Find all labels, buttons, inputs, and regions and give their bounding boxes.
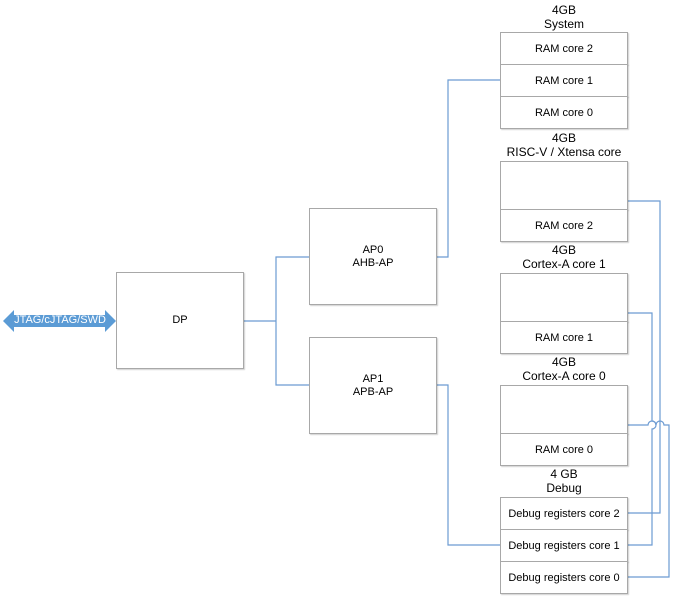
system-ram-core-2-label: RAM core 2 [534, 42, 594, 55]
debug-size: 4 GB [550, 467, 578, 481]
cortex0-title: 4GB Cortex-A core 0 [522, 355, 605, 383]
cortex0-ram-core-0: RAM core 0 [500, 433, 628, 466]
ap1-type: APB-AP [352, 385, 394, 398]
ap1-box: AP1 APB-AP [309, 337, 437, 434]
debug-registers-core-0: Debug registers core 0 [500, 561, 628, 594]
riscv-upper-block [500, 161, 628, 210]
cortex1-size: 4GB [551, 243, 576, 257]
ap0-type: AHB-AP [352, 256, 394, 269]
ap0-box: AP0 AHB-AP [309, 208, 437, 305]
cortex0-upper-block [500, 385, 628, 434]
debug-title: 4 GB Debug [546, 467, 581, 495]
ap1-label: AP1 [362, 372, 384, 385]
ap0-to-system-connector [436, 79, 501, 258]
debug-registers-core-1-label: Debug registers core 1 [508, 539, 620, 552]
system-ram-core-2: RAM core 2 [500, 32, 628, 65]
cortex1-title: 4GB Cortex-A core 1 [522, 243, 605, 271]
dp-box: DP [116, 272, 244, 369]
system-title: 4GB System [544, 3, 584, 31]
ap0-label: AP0 [362, 243, 384, 256]
cortex0-to-debug-connector [628, 420, 670, 578]
debug-name: Debug [546, 481, 582, 495]
system-ram-core-1-label: RAM core 1 [534, 74, 594, 87]
dp-label: DP [172, 314, 188, 326]
dp-to-ap-connector [244, 256, 310, 386]
riscv-size: 4GB [551, 131, 576, 145]
debug-registers-core-2: Debug registers core 2 [500, 497, 628, 530]
riscv-ram-core-2: RAM core 2 [500, 209, 628, 242]
cortex0-ram-label: RAM core 0 [534, 443, 594, 456]
cortex1-upper-block [500, 273, 628, 322]
debug-registers-core-0-label: Debug registers core 0 [508, 571, 620, 584]
debug-registers-core-1: Debug registers core 1 [500, 529, 628, 562]
system-ram-core-0: RAM core 0 [500, 96, 628, 129]
system-size: 4GB [551, 3, 577, 17]
system-ram-core-1: RAM core 1 [500, 64, 628, 97]
ap1-to-debug-connector [436, 384, 501, 546]
cortex1-name: Cortex-A core 1 [522, 257, 606, 271]
cortex1-ram-label: RAM core 1 [534, 331, 594, 344]
debug-registers-core-2-label: Debug registers core 2 [508, 507, 620, 520]
riscv-title: 4GB RISC-V / Xtensa core [507, 131, 622, 159]
cortex0-name: Cortex-A core 0 [522, 369, 606, 383]
riscv-to-debug-connector [628, 200, 661, 514]
interface-label: JTAG/cJTAG/SWD [14, 314, 106, 326]
cortex0-size: 4GB [551, 355, 576, 369]
system-name: System [543, 17, 585, 31]
system-ram-core-0-label: RAM core 0 [534, 106, 594, 119]
interface-arrow [3, 310, 116, 332]
cortex1-to-debug-connector [628, 312, 657, 546]
riscv-ram-label: RAM core 2 [534, 219, 594, 232]
cortex1-ram-core-1: RAM core 1 [500, 321, 628, 354]
riscv-name: RISC-V / Xtensa core [506, 145, 622, 159]
